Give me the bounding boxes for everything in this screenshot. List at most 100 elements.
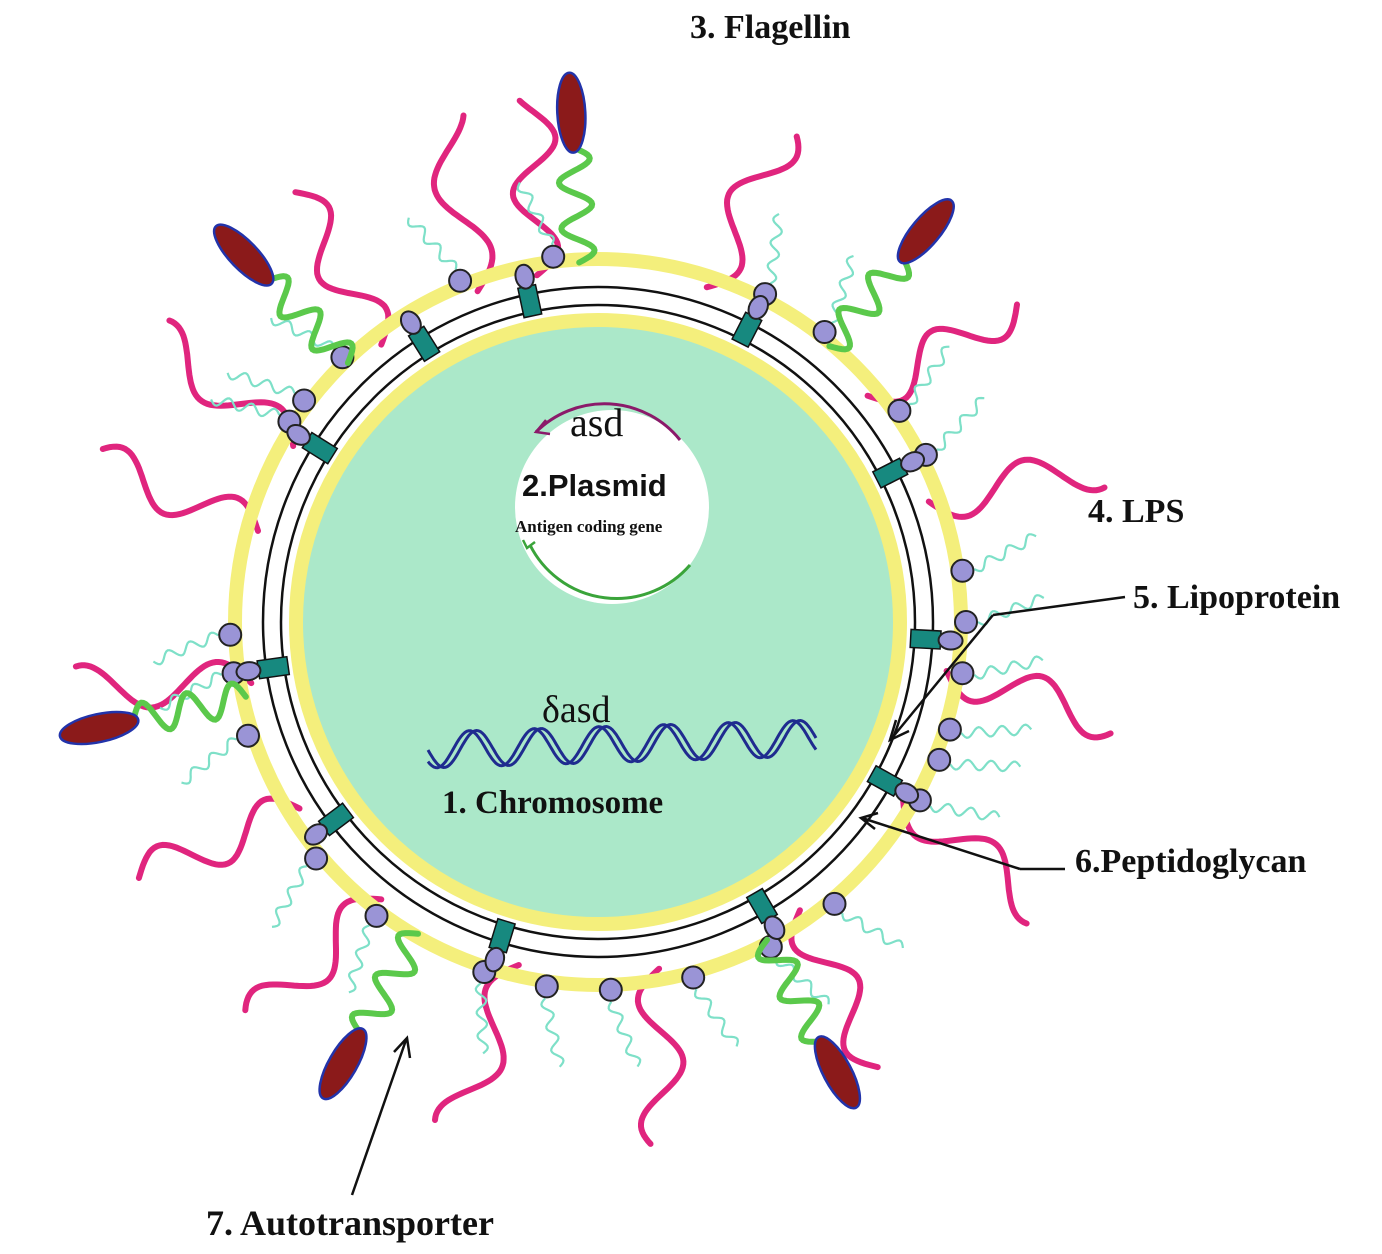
lipoprotein-head-icon [304, 823, 329, 846]
lps-chain-0 [406, 217, 458, 270]
lipoprotein-label: 5. Lipoprotein [1133, 579, 1340, 616]
lps-head-9 [937, 717, 962, 742]
flagellin-filament-7 [943, 668, 1114, 741]
flagellin-filament-14 [72, 659, 255, 711]
lps-head-4 [887, 398, 912, 423]
lipoprotein-group [235, 263, 964, 973]
lps-head-8 [950, 661, 975, 686]
lps-chain-3 [831, 254, 854, 324]
autotransporter-coil-4 [265, 273, 356, 366]
flagellin-filament-8 [899, 795, 1030, 927]
lipoprotein-0 [514, 263, 543, 319]
lps-chain-8 [973, 655, 1044, 680]
chromosome-label: 1. Chromosome [442, 785, 663, 821]
passenger-domain-icon-5 [58, 710, 140, 746]
passenger-domain-icon-1 [896, 198, 955, 265]
antigen-gene-label: Antigen coding gene [515, 517, 663, 536]
lps-chain-24 [210, 397, 281, 418]
passenger-domain-icon-3 [813, 1035, 862, 1110]
flagellin-filament-9 [788, 907, 881, 1071]
flagellin-filament-5 [864, 301, 1020, 405]
lps-head-3 [812, 320, 837, 344]
autotransporter-pointer [350, 1035, 412, 1196]
peptidoglycan-outer-line [261, 285, 935, 959]
flagellin-label: 3. Flagellin [690, 9, 851, 46]
lps-chain-9 [960, 723, 1033, 739]
lps-head-20 [236, 723, 260, 748]
lipoprotein-anchor-icon [516, 283, 543, 319]
lipoprotein-2 [871, 451, 926, 489]
lipoprotein-head-icon [763, 915, 786, 941]
lps-head-14 [681, 965, 706, 990]
lps-head-1 [541, 244, 566, 269]
flagellin-filament-12 [242, 895, 385, 1014]
flagellin-filament-0 [509, 97, 562, 279]
lps-label: 4. LPS [1088, 493, 1184, 530]
lps-head-15 [598, 977, 623, 1002]
lps-group [152, 182, 1045, 1068]
flagellin-filaments [72, 97, 1114, 1147]
lps-chain-14 [693, 988, 740, 1047]
lps-head-16 [534, 974, 559, 999]
lps-chain-4 [909, 345, 950, 406]
autotransporter-coil-2 [348, 930, 421, 1037]
lipoprotein-7 [304, 802, 355, 846]
lps-head-18 [364, 903, 389, 928]
autotransporter-coil-5 [130, 680, 249, 733]
lps-head-22 [218, 622, 243, 647]
lipoprotein-head-icon [484, 946, 506, 973]
autotransporter-coil-1 [826, 255, 912, 353]
flagellin-filament-11 [432, 962, 522, 1123]
dna-strand-b [426, 719, 818, 770]
antigen-arrowhead [521, 539, 536, 550]
asd-label: asd [570, 400, 623, 445]
lipoprotein-head-icon [894, 782, 920, 804]
peptidoglycan-inner-line [279, 303, 917, 941]
peptidoglycan-label: 6.Peptidoglycan [1075, 843, 1306, 880]
lipoprotein-head-icon [747, 294, 769, 320]
lps-head-23 [292, 388, 317, 413]
lps-chain-12 [841, 912, 904, 949]
autotransporter-group [58, 71, 955, 1110]
flagellin-filament-4 [99, 443, 261, 534]
lipoprotein-head-icon [937, 630, 964, 651]
lps-head-12 [822, 891, 847, 916]
lipoprotein-pointer [887, 595, 1126, 743]
flagellin-filament-15 [430, 112, 496, 295]
lipoprotein-head-icon [286, 423, 311, 446]
lipoprotein-6 [484, 917, 517, 973]
lps-chain-1 [516, 182, 555, 246]
passenger-domain-icon-4 [212, 223, 275, 287]
lps-head-10 [927, 747, 952, 772]
lipoprotein-4 [866, 764, 920, 804]
lps-chain-18 [348, 924, 371, 994]
dna-strand-a [426, 718, 818, 770]
lps-chain-10 [949, 758, 1022, 773]
delta-asd-label: δasd [542, 689, 611, 731]
lipoprotein-3 [909, 628, 964, 651]
lps-chain-2 [766, 212, 783, 285]
lps-chain-19 [271, 865, 308, 928]
asd-arrowhead [533, 419, 551, 436]
flagellin-filament-6 [925, 456, 1108, 520]
passenger-domain-icon-2 [318, 1027, 368, 1101]
lipoprotein-1 [731, 294, 769, 349]
flagellin-filament-2 [292, 189, 392, 348]
flagellin-filament-1 [703, 133, 802, 291]
antigen-gene-arc [528, 544, 692, 600]
lipoprotein-9 [286, 423, 339, 465]
lps-chain-17 [474, 982, 489, 1055]
lps-chain-16 [540, 997, 565, 1068]
flagellin-filament-3 [166, 317, 297, 449]
lipoprotein-anchor-icon [256, 655, 291, 680]
autotransporter-coil-0 [555, 144, 598, 266]
flagellin-filament-13 [135, 795, 303, 881]
lps-chain-23 [226, 372, 296, 395]
plasmid-icon [515, 410, 709, 604]
lipoprotein-10 [399, 310, 441, 363]
dna-helix-icon [426, 718, 818, 770]
autotransporter-coil-3 [754, 936, 824, 1045]
peptidoglycan-pointer [858, 811, 1065, 871]
